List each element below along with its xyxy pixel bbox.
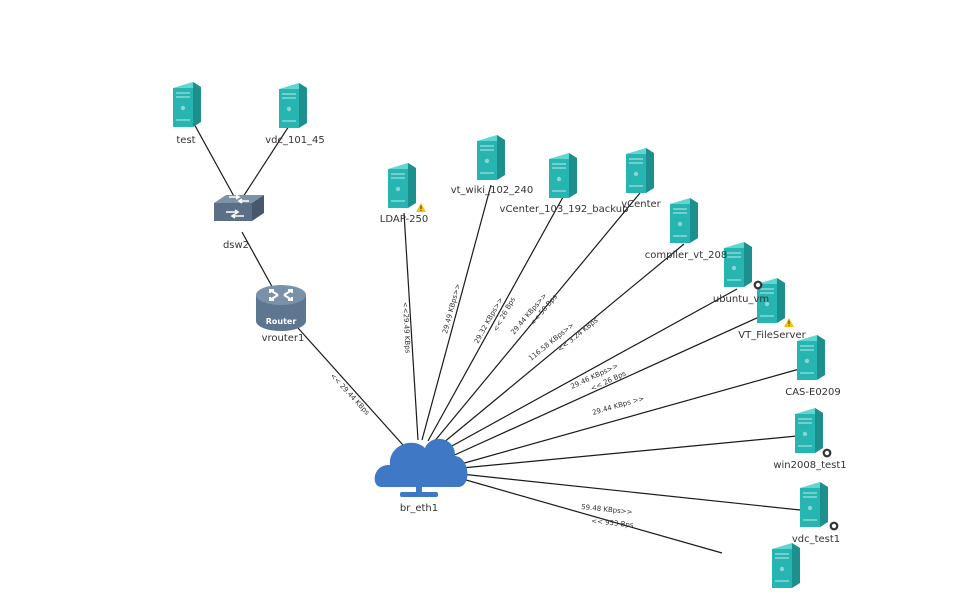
link-ubuntu-br[interactable] [440, 288, 738, 453]
rate-vrouter: << 29.44 KBps [329, 372, 372, 417]
server-compiler[interactable] [670, 198, 698, 243]
rate-wiki: 29.49 KBps>> [441, 283, 462, 335]
link-ldap-br[interactable] [403, 212, 419, 441]
status-indicator-icon [829, 521, 839, 531]
link-test-dsw2[interactable] [192, 121, 237, 201]
server-vdc-test1[interactable] [800, 482, 828, 527]
link-fileserver-br[interactable] [447, 311, 771, 459]
rate-cas: 29.44 KBps >> [591, 394, 645, 417]
label-vdc-test1: vdc_test1 [792, 534, 840, 545]
label-dsw2: dsw2 [223, 240, 249, 251]
status-indicator-icon [753, 280, 763, 290]
link-vcenter-br[interactable] [432, 192, 641, 444]
server-vt-wiki[interactable] [477, 135, 505, 180]
link-dsw2-vrouter1[interactable] [241, 231, 276, 293]
label-vcenter-backup: vCenter_103_192_backup [500, 204, 629, 215]
server-cas[interactable] [797, 335, 825, 380]
link-cas-br[interactable] [460, 367, 804, 465]
label-vdc-101-45: vdc_101_45 [265, 135, 325, 146]
rate-ldap: <<29.49 KBps [401, 302, 412, 354]
link-compiler-br[interactable] [436, 243, 685, 449]
server-win2008[interactable] [795, 408, 823, 453]
link-offscreen-br[interactable] [458, 477, 723, 554]
label-win2008: win2008_test1 [773, 460, 846, 471]
server-ldap[interactable] [388, 163, 416, 208]
links [192, 121, 804, 554]
link-vrouter1-br[interactable] [297, 327, 404, 446]
label-br-eth1: br_eth1 [400, 503, 438, 514]
label-vrouter1: vrouter1 [262, 333, 305, 344]
label-vcenter: vCenter [621, 199, 661, 210]
cloud-br-eth1[interactable] [374, 438, 468, 497]
server-ubuntu[interactable] [724, 242, 752, 287]
router-vrouter1[interactable]: Router [256, 285, 306, 331]
link-vdctest1-br[interactable] [460, 473, 801, 511]
server-test[interactable] [173, 82, 201, 127]
server-vcenter[interactable] [626, 148, 654, 193]
link-wiki-br[interactable] [421, 184, 492, 441]
warning-icon [784, 318, 794, 327]
label-cas: CAS-E0209 [785, 387, 841, 398]
label-test: test [176, 135, 195, 146]
label-vt-wiki: vt_wiki_102_240 [451, 185, 534, 196]
warning-icon [416, 203, 426, 212]
server-vdc-101-45[interactable] [279, 83, 307, 128]
label-ubuntu: ubuntu_vm [713, 294, 769, 305]
switch-arrows-icon [226, 194, 249, 219]
label-ldap: LDAP-250 [380, 214, 428, 225]
node-labels: test vdc_101_45 dsw2 vrouter1 LDAP-250 v… [176, 135, 846, 545]
link-win2008-br[interactable] [461, 435, 798, 469]
label-compiler: compiler_vt_208 [645, 250, 727, 261]
link-vdc101-dsw2[interactable] [240, 125, 290, 201]
server-vcenter-backup[interactable] [549, 153, 577, 198]
link-vcbackup-br[interactable] [427, 196, 564, 442]
router-icon-label: Router [266, 317, 297, 326]
server-partial-offscreen[interactable] [772, 543, 800, 588]
switch-dsw2[interactable] [214, 194, 264, 221]
status-indicator-icon [822, 448, 832, 458]
router-arrows-icon [269, 289, 293, 301]
rate-vdc-b: << 953 Bps [591, 517, 634, 529]
label-fileserver: VT_FileServer [738, 330, 806, 341]
